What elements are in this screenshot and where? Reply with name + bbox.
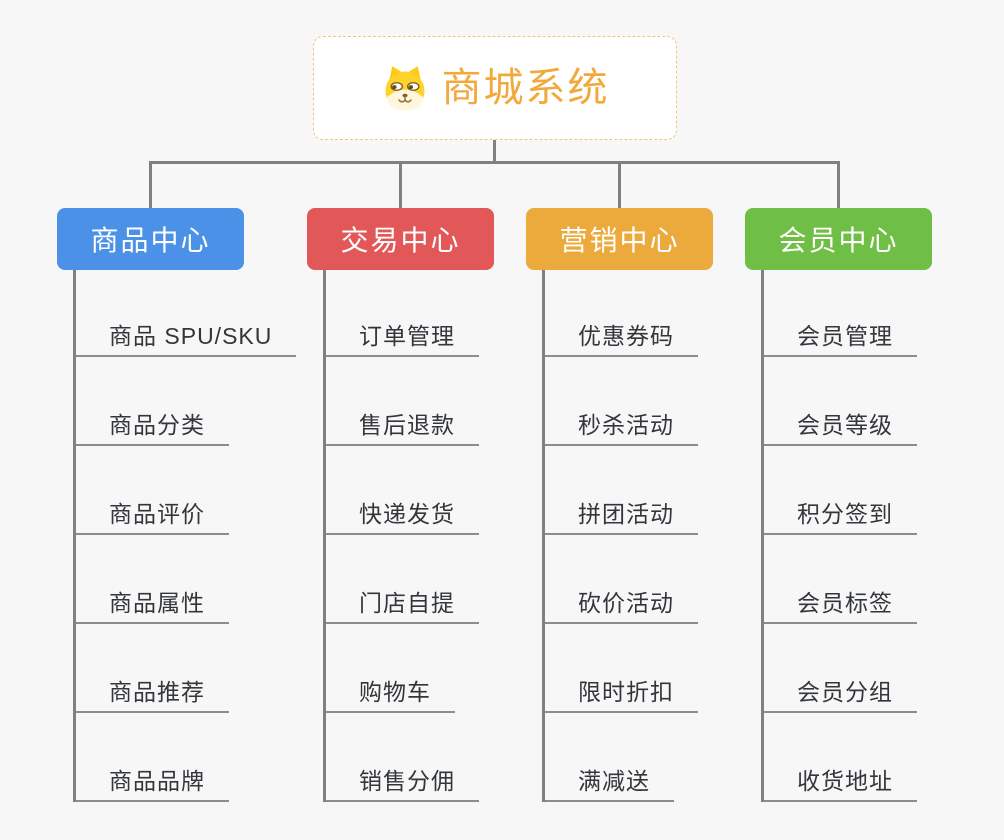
child-topic[interactable]: 积分签到 [764, 446, 917, 535]
child-topic[interactable]: 会员管理 [764, 270, 917, 357]
child-topic[interactable]: 限时折扣 [545, 624, 698, 713]
child-topic[interactable]: 售后退款 [326, 357, 479, 446]
branch-drop-line [399, 161, 402, 209]
branch-drop-line [837, 161, 840, 209]
child-topic[interactable]: 快递发货 [326, 446, 479, 535]
branch-node-marketing-center[interactable]: 营销中心 [526, 208, 713, 270]
child-topic[interactable]: 优惠券码 [545, 270, 698, 357]
root-node[interactable]: 商城系统 [313, 36, 677, 140]
child-topic[interactable]: 拼团活动 [545, 446, 698, 535]
child-topic[interactable]: 会员分组 [764, 624, 917, 713]
dog-face-icon [385, 66, 424, 111]
branch-label: 会员中心 [778, 225, 899, 256]
branch-drop-line [618, 161, 621, 209]
child-topic[interactable]: 商品分类 [76, 357, 229, 446]
child-topic[interactable]: 商品推荐 [76, 624, 229, 713]
child-topic[interactable]: 门店自提 [326, 535, 479, 624]
child-topic[interactable]: 商品评价 [76, 446, 229, 535]
child-topic[interactable]: 购物车 [326, 624, 455, 713]
branch-children-marketing-center: 优惠券码 秒杀活动 拼团活动 砍价活动 限时折扣 满减送 [542, 270, 698, 802]
branch-horizontal-line [149, 161, 840, 164]
child-topic[interactable]: 会员等级 [764, 357, 917, 446]
child-topic[interactable]: 订单管理 [326, 270, 479, 357]
branch-label: 营销中心 [559, 225, 680, 256]
child-topic[interactable]: 会员标签 [764, 535, 917, 624]
child-topic[interactable]: 砍价活动 [545, 535, 698, 624]
branch-children-trade-center: 订单管理 售后退款 快递发货 门店自提 购物车 销售分佣 [323, 270, 479, 802]
root-stem-line [493, 140, 496, 164]
branch-node-product-center[interactable]: 商品中心 [57, 208, 244, 270]
child-topic[interactable]: 销售分佣 [326, 713, 479, 802]
branch-children-member-center: 会员管理 会员等级 积分签到 会员标签 会员分组 收货地址 [761, 270, 917, 802]
root-title: 商城系统 [441, 66, 610, 110]
branch-children-product-center: 商品 SPU/SKU 商品分类 商品评价 商品属性 商品推荐 商品品牌 [73, 270, 297, 802]
child-topic[interactable]: 商品属性 [76, 535, 229, 624]
branch-node-member-center[interactable]: 会员中心 [745, 208, 932, 270]
branch-node-trade-center[interactable]: 交易中心 [307, 208, 494, 270]
branch-label: 交易中心 [340, 225, 461, 256]
child-topic[interactable]: 收货地址 [764, 713, 917, 802]
child-topic[interactable]: 满减送 [545, 713, 674, 802]
child-topic[interactable]: 秒杀活动 [545, 357, 698, 446]
child-topic[interactable]: 商品 SPU/SKU [76, 270, 297, 357]
branch-label: 商品中心 [90, 225, 211, 256]
child-topic[interactable]: 商品品牌 [76, 713, 229, 802]
branch-drop-line [149, 161, 152, 209]
